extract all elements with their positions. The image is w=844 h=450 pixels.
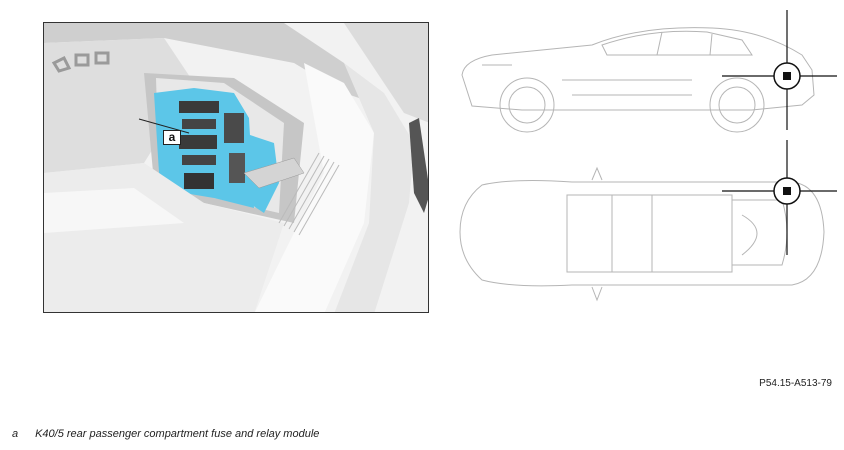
legend-text: K40/5 rear passenger compartment fuse an… (35, 428, 320, 440)
trunk-illustration: a (43, 22, 429, 313)
legend-entry: a K40/5 rear passenger compartment fuse … (12, 428, 319, 440)
car-side-view (461, 10, 837, 133)
top-locator-target (722, 140, 837, 255)
legend-key: a (12, 428, 19, 440)
callout-a-label: a (163, 130, 181, 145)
car-top-view (459, 140, 837, 302)
trunk-drawing (44, 23, 428, 312)
figure-reference-code: P54.15-A513-79 (759, 378, 832, 389)
side-locator-target (722, 10, 837, 130)
fuse-relay-module (154, 88, 279, 213)
